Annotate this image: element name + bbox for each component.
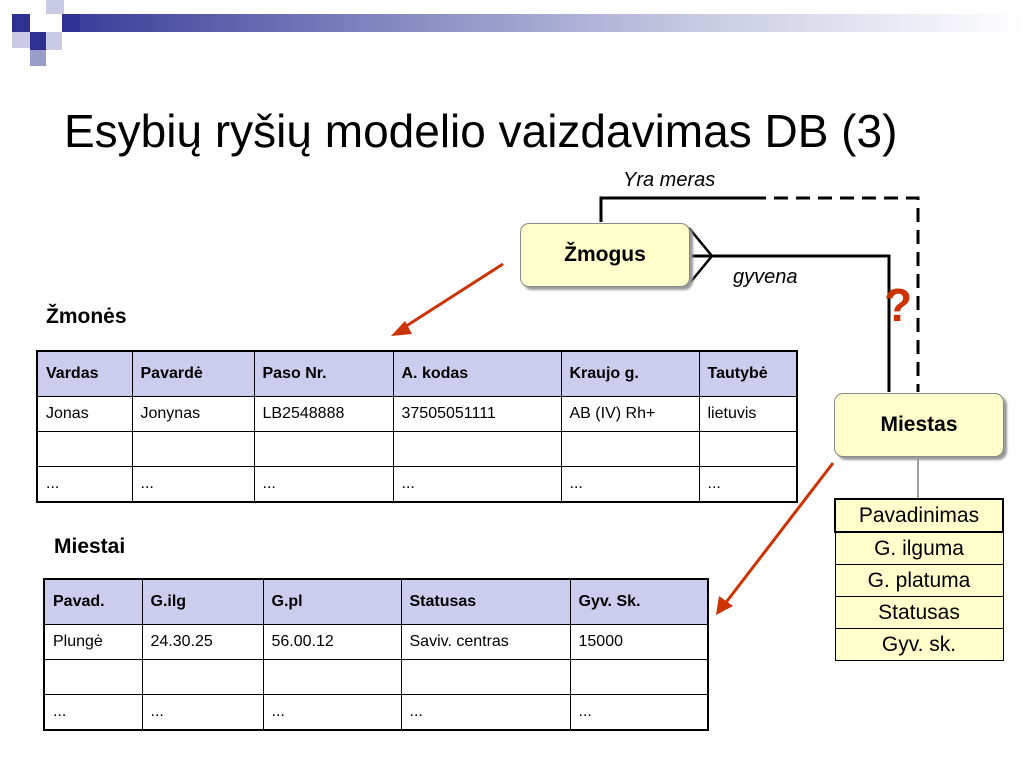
corner-square — [12, 32, 30, 48]
lives-relation-line — [689, 254, 891, 392]
question-mark: ? — [884, 279, 913, 331]
corner-square — [62, 14, 80, 32]
table-cell — [698, 431, 798, 467]
table-cell: Plungė — [43, 624, 143, 660]
people-table: Vardas Pavardė Paso Nr. A. kodas Kraujo … — [36, 350, 798, 503]
table-cell — [141, 659, 264, 695]
arrowhead — [716, 596, 733, 615]
entity-city-label: Miestas — [880, 413, 958, 436]
table-row: ... ... ... ... ... — [43, 694, 709, 731]
table-cell: 56.00.12 — [262, 624, 402, 660]
relation-label-mayor: Yra meras — [623, 169, 716, 191]
header-gradient-bar — [80, 14, 1024, 32]
corner-square — [30, 50, 46, 66]
city-attribute-list: Pavadinimas G. ilguma G. platuma Statusa… — [834, 498, 1004, 661]
crows-foot-mark — [688, 227, 714, 285]
table-cell — [43, 659, 143, 695]
column-header: Pavardė — [131, 350, 255, 397]
arrow-city-to-table — [722, 462, 835, 606]
table-cell: ... — [262, 694, 402, 731]
cities-table: Pavad. G.ilg G.pl Statusas Gyv. Sk. Plun… — [43, 578, 709, 731]
table-cell: 15000 — [569, 624, 709, 660]
table-cell: ... — [698, 466, 798, 503]
mayor-relation-line — [599, 196, 752, 222]
table-cell: ... — [569, 694, 709, 731]
attribute-item: G. platuma — [834, 564, 1004, 597]
column-header: Vardas — [36, 350, 133, 397]
table-cell — [569, 659, 709, 695]
entity-person-label: Žmogus — [564, 243, 646, 266]
corner-square — [12, 14, 30, 32]
attribute-item: Gyv. sk. — [834, 628, 1004, 661]
table-cell: ... — [43, 694, 143, 731]
column-header: Paso Nr. — [253, 350, 394, 397]
column-header: A. kodas — [392, 350, 562, 397]
table-cell — [392, 431, 562, 467]
table-cell — [131, 431, 255, 467]
table-cell — [253, 431, 394, 467]
people-table-caption: Žmonės — [46, 305, 127, 328]
table-cell: ... — [131, 466, 255, 503]
column-header: G.ilg — [141, 578, 264, 625]
column-header: Pavad. — [43, 578, 143, 625]
table-row: Jonas Jonynas LB2548888 37505051111 AB (… — [36, 396, 798, 432]
table-header-row: Vardas Pavardė Paso Nr. A. kodas Kraujo … — [36, 350, 798, 397]
slide-title: Esybių ryšių modelio vaizdavimas DB (3) — [64, 105, 898, 157]
column-header: Kraujo g. — [560, 350, 700, 397]
table-cell: ... — [253, 466, 394, 503]
corner-square — [46, 32, 62, 50]
table-cell — [560, 431, 700, 467]
table-row — [43, 659, 709, 695]
table-cell: Jonynas — [131, 396, 255, 432]
table-cell — [262, 659, 402, 695]
table-header-row: Pavad. G.ilg G.pl Statusas Gyv. Sk. — [43, 578, 709, 625]
table-cell — [36, 431, 133, 467]
table-cell: lietuvis — [698, 396, 798, 432]
entity-person: Žmogus — [520, 223, 690, 287]
table-cell: LB2548888 — [253, 396, 394, 432]
relation-label-lives: gyvena — [733, 266, 798, 288]
table-cell: AB (IV) Rh+ — [560, 396, 700, 432]
entity-city: Miestas — [834, 393, 1004, 457]
table-row — [36, 431, 798, 467]
table-cell: 37505051111 — [392, 396, 562, 432]
arrow-person-to-table — [399, 262, 504, 332]
corner-square — [30, 32, 48, 50]
mayor-relation-dashed-line — [752, 196, 920, 392]
arrowhead — [391, 321, 412, 336]
table-cell: ... — [392, 466, 562, 503]
table-cell: ... — [36, 466, 133, 503]
slide-corner-decoration — [0, 0, 1024, 70]
table-cell: 24.30.25 — [141, 624, 264, 660]
column-header: G.pl — [262, 578, 402, 625]
table-cell: ... — [141, 694, 264, 731]
column-header: Tautybė — [698, 350, 798, 397]
table-cell — [400, 659, 571, 695]
table-cell: ... — [560, 466, 700, 503]
column-header: Gyv. Sk. — [569, 578, 709, 625]
cities-table-caption: Miestai — [54, 535, 126, 558]
table-row: ... ... ... ... ... ... — [36, 466, 798, 503]
attribute-item: Statusas — [834, 596, 1004, 629]
table-cell: ... — [400, 694, 571, 731]
attribute-item: G. ilguma — [834, 531, 1004, 565]
attribute-primary-key: Pavadinimas — [834, 498, 1004, 533]
table-cell: Jonas — [36, 396, 133, 432]
corner-square — [46, 0, 64, 14]
column-header: Statusas — [400, 578, 571, 625]
table-cell: Saviv. centras — [400, 624, 571, 660]
table-row: Plungė 24.30.25 56.00.12 Saviv. centras … — [43, 624, 709, 660]
